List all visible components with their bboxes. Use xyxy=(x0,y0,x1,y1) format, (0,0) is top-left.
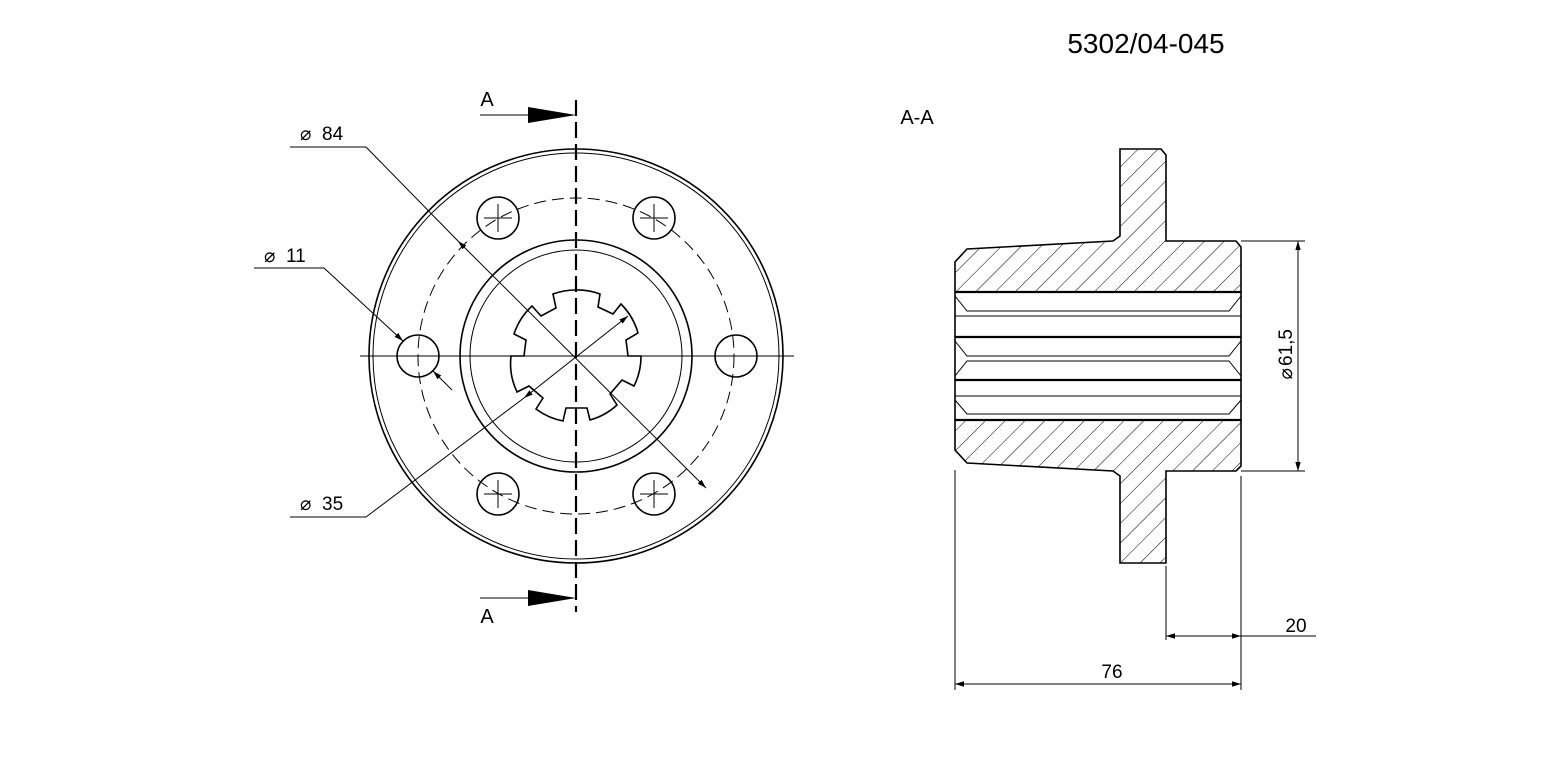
section-view: A-A ⌀ 6 xyxy=(900,107,1316,690)
front-view: A A ⌀ 84 ⌀ 11 ⌀ 35 xyxy=(254,89,794,628)
diameter-symbol: ⌀ xyxy=(300,494,311,515)
dimension-diameter-84: ⌀ 84 xyxy=(290,124,707,489)
spline-grooves xyxy=(954,290,1242,422)
section-label-bottom: A xyxy=(480,606,494,628)
dim-label-20: 20 xyxy=(1285,616,1306,637)
section-arrow-bottom xyxy=(480,590,576,606)
dimension-diameter-35: ⌀ 35 xyxy=(290,315,629,518)
section-view-title: A-A xyxy=(900,107,934,129)
section-label-top: A xyxy=(480,89,494,111)
diameter-symbol: ⌀ xyxy=(1276,368,1297,379)
diameter-symbol: ⌀ xyxy=(264,246,275,267)
section-arrow-top xyxy=(480,107,576,123)
dim-label-35: 35 xyxy=(322,494,343,515)
section-upper-half xyxy=(954,148,1242,293)
dim-label-84: 84 xyxy=(322,124,344,145)
dim-label-76: 76 xyxy=(1101,662,1122,683)
dim-label-11: 11 xyxy=(286,246,306,267)
dimension-length-76: 76 xyxy=(955,662,1241,687)
part-number: 5302/04-045 xyxy=(1067,28,1224,59)
section-lower-half xyxy=(954,419,1242,564)
dim-label-61-5: 61,5 xyxy=(1276,329,1297,366)
dimension-diameter-61-5: ⌀ 61,5 xyxy=(1276,241,1301,471)
diameter-symbol: ⌀ xyxy=(300,124,311,145)
dimension-length-20: 20 xyxy=(1166,616,1316,639)
dimension-diameter-11: ⌀ 11 xyxy=(254,246,453,391)
